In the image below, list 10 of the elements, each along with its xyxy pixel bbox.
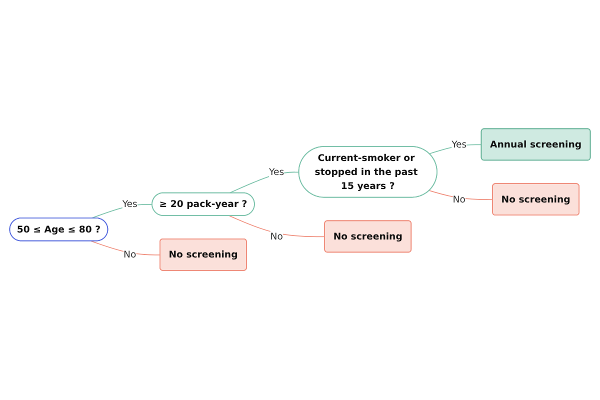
edge-label: No bbox=[270, 231, 283, 242]
connector bbox=[228, 216, 326, 238]
edge-label: No bbox=[124, 249, 136, 260]
edge-label: Yes bbox=[122, 198, 138, 210]
edge-label: Yes bbox=[269, 166, 284, 178]
edge-label: No bbox=[452, 194, 466, 206]
connector bbox=[90, 241, 161, 256]
edge-label: Yes bbox=[452, 139, 467, 150]
connector bbox=[228, 172, 300, 194]
connector bbox=[428, 144, 482, 155]
